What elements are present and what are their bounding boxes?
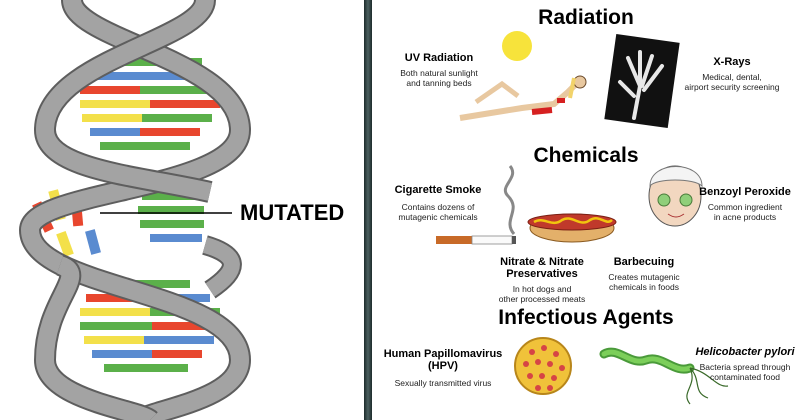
mutagen-illustrations: [436, 31, 729, 405]
mutated-label: MUTATED: [240, 200, 345, 225]
benzoyl-peroxide-desc-2: in acne products: [713, 212, 777, 222]
nitrate-desc-1: In hot dogs and: [512, 284, 572, 294]
uv-radiation-label: UV Radiation: [404, 52, 474, 64]
base-pairs-top: [80, 58, 222, 150]
hpylori-label: Helicobacter pylori: [695, 346, 795, 358]
xrays-desc-1: Medical, dental,: [702, 72, 762, 82]
dna-strand-b-top: [35, 0, 214, 201]
sun-icon: [502, 31, 532, 61]
hotdog-icon: [527, 213, 617, 243]
radiation-title: Radiation: [538, 6, 634, 29]
benzoyl-peroxide-label: Benzoyl Peroxide: [699, 186, 791, 198]
hpylori-desc-2: contaminated food: [710, 372, 780, 382]
uv-radiation-desc-1: Both natural sunlight: [400, 68, 478, 78]
nitrate-label-1: Nitrate & Nitrate: [500, 256, 584, 268]
barbecuing-desc-1: Creates mutagenic: [608, 272, 680, 282]
nitrate-desc-2: other processed meats: [498, 294, 586, 304]
cigarette-smoke-label: Cigarette Smoke: [394, 184, 482, 196]
cigarette-icon: [436, 165, 516, 245]
dna-panel: MUTATED: [0, 0, 364, 420]
barbecuing-label: Barbecuing: [613, 256, 675, 268]
barbecuing-desc-2: chemicals in foods: [609, 282, 679, 292]
hpv-desc: Sexually transmitted virus: [394, 378, 492, 388]
xray-hand-icon: [604, 33, 680, 129]
chemicals-title: Chemicals: [533, 144, 639, 167]
nitrate-label-2: Preservatives: [506, 268, 578, 280]
hpylori-desc-1: Bacteria spread through: [699, 362, 791, 372]
benzoyl-peroxide-desc-1: Common ingredient: [707, 202, 783, 212]
cigarette-smoke-desc-1: Contains dozens of: [401, 202, 475, 212]
dna-strand-a: [20, 0, 250, 420]
hpylori-bacterium-icon: [599, 347, 729, 405]
sunbather-icon: [459, 75, 587, 121]
dna-strand-b-bottom: [35, 256, 157, 420]
hpv-label-1: Human Papillomavirus: [383, 348, 503, 360]
xrays-desc-2: airport security screening: [684, 82, 780, 92]
dna-strand-b-mid: [202, 237, 240, 297]
infectious-agents-title: Infectious Agents: [498, 306, 674, 329]
dna-helix-illustration: [18, 0, 252, 420]
uv-radiation-desc-2: and tanning beds: [406, 78, 472, 88]
mutagens-panel: Radiation UV Radiation Both natural sunl…: [372, 0, 800, 420]
panel-divider: [364, 0, 372, 420]
xrays-label: X-Rays: [713, 56, 751, 68]
hpv-label-2: (HPV): [428, 360, 458, 372]
cigarette-smoke-desc-2: mutagenic chemicals: [398, 212, 478, 222]
hpv-virus-icon: [514, 337, 572, 395]
face-mask-icon: [648, 165, 703, 227]
